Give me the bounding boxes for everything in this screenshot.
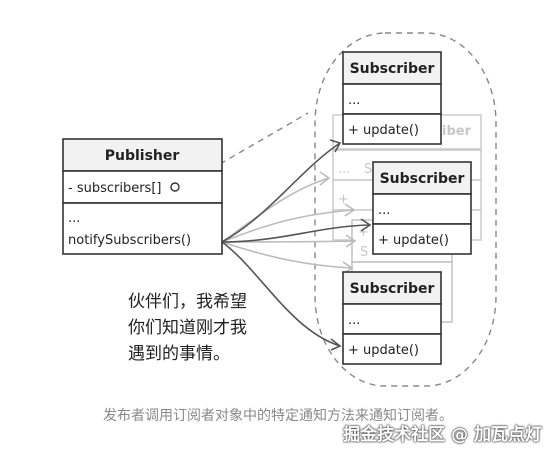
svg-text:iber: iber (442, 124, 472, 139)
svg-text:...: ... (378, 203, 390, 218)
subscriber-top: Subscriber ... + update() (342, 51, 442, 145)
svg-text:+: + (358, 225, 369, 240)
notify-arrow-top (221, 142, 341, 243)
svg-text:+ update(): + update() (348, 123, 419, 138)
svg-text:+ update(): + update() (348, 343, 419, 358)
speech-line-2: 你们知道刚才我 (128, 318, 247, 338)
notify-arrow-bottom (221, 241, 341, 347)
svg-text:Subscriber: Subscriber (350, 61, 435, 77)
subscriber-middle: Subscriber ... + update() (372, 161, 472, 255)
svg-text:S: S (360, 245, 368, 260)
svg-text:...: ... (338, 162, 350, 177)
publisher-method: notifySubscribers() (68, 233, 191, 248)
svg-text:S: S (364, 162, 372, 177)
svg-text:...: ... (348, 313, 360, 328)
publisher-class: Publisher - subscribers[] ... notifySubs… (62, 138, 223, 255)
svg-text:Subscriber: Subscriber (350, 281, 435, 297)
svg-text:+: + (338, 192, 349, 207)
speech-line-3: 遇到的事情。 (128, 344, 230, 364)
notify-arrow-middle (221, 224, 371, 243)
subscriber-bottom: Subscriber ... + update() (342, 271, 442, 365)
speech-line-1: 伙伴们，我希望 (128, 292, 247, 312)
svg-text:...: ... (348, 93, 360, 108)
publisher-field: - subscribers[] (68, 181, 161, 196)
figure-caption: 发布者调用订阅者对象中的特定通知方法来通知订阅者。 (103, 408, 453, 424)
aggregation-diamond-icon (170, 182, 180, 192)
subscriber-group-outline (314, 32, 497, 387)
notify-arrows (221, 139, 372, 351)
svg-text:Subscriber: Subscriber (380, 171, 465, 187)
svg-text:+ update(): + update() (378, 233, 449, 248)
publisher-speech: 伙伴们，我希望 你们知道刚才我 遇到的事情。 (128, 289, 268, 367)
publisher-ellipsis: ... (68, 211, 80, 226)
watermark: 掘金技术社区 @ 加瓦点灯 (343, 425, 542, 445)
publisher-title: Publisher (105, 148, 180, 164)
